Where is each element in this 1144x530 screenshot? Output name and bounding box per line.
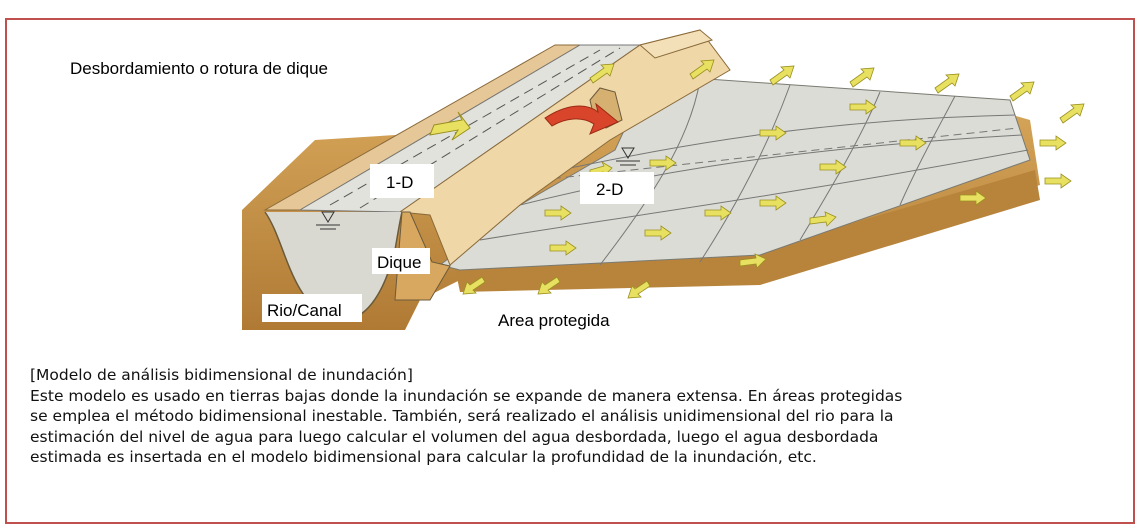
caption: [Modelo de análisis bidimensional de inu… <box>30 365 1130 468</box>
caption-line: Este modelo es usado en tierras bajas do… <box>30 386 903 405</box>
caption-line: estimada es insertada en el modelo bidim… <box>30 448 817 466</box>
caption-line: se emplea el método bidimensional inesta… <box>30 407 894 425</box>
label-dike-box <box>372 248 430 274</box>
label-river-box <box>262 294 362 322</box>
spread-arrows <box>462 59 1085 299</box>
label-dike: Dique <box>377 253 421 272</box>
diagram-title: Desbordamiento o rotura de dique <box>70 59 328 78</box>
label-2d-box <box>580 172 654 204</box>
river-flow-arrow <box>429 111 471 141</box>
label-1d: 1-D <box>386 173 413 192</box>
label-2d: 2-D <box>596 180 623 199</box>
label-protected-area: Area protegida <box>498 311 610 330</box>
caption-line: estimación del nivel de agua para luego … <box>30 427 879 446</box>
caption-heading: [Modelo de análisis bidimensional de inu… <box>30 366 413 384</box>
flood-plain <box>438 74 1031 271</box>
label-1d-box <box>370 164 434 198</box>
label-river: Rio/Canal <box>267 301 342 320</box>
dike-crest <box>638 29 714 59</box>
flood-diagram: Desbordamiento o rotura de dique 1-D 2-D… <box>70 29 1085 330</box>
water-level-icon <box>316 147 640 230</box>
overflow-arrow <box>544 102 619 135</box>
